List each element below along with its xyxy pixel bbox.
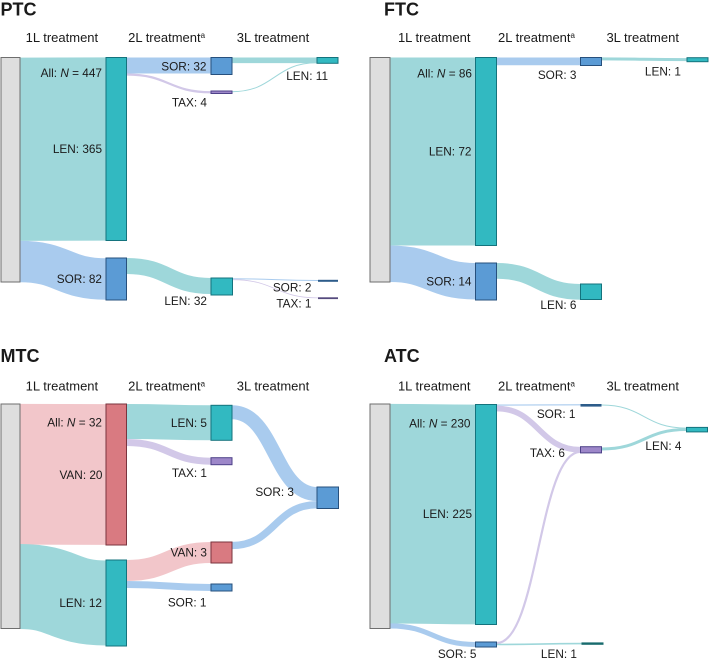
- svg-text:MTC: MTC: [1, 346, 40, 366]
- svg-text:LEN: 4: LEN: 4: [645, 439, 682, 453]
- svg-text:FTC: FTC: [384, 0, 419, 19]
- svg-text:LEN: 12: LEN: 12: [59, 596, 102, 610]
- svg-text:SOR: 2: SOR: 2: [273, 280, 312, 294]
- svg-text:SOR: 32: SOR: 32: [161, 59, 206, 73]
- svg-text:2L treatmenta: 2L treatmenta: [128, 379, 206, 394]
- svg-text:SOR: 82: SOR: 82: [57, 272, 102, 286]
- svg-text:TAX: 1: TAX: 1: [276, 297, 311, 311]
- svg-text:3L treatment: 3L treatment: [237, 30, 310, 45]
- svg-text:3L treatment: 3L treatment: [606, 30, 679, 45]
- svg-text:LEN: 11: LEN: 11: [286, 69, 328, 83]
- svg-text:SOR: 14: SOR: 14: [426, 275, 472, 289]
- svg-text:LEN: 225: LEN: 225: [423, 507, 473, 521]
- svg-text:2L treatmenta: 2L treatmenta: [128, 30, 206, 45]
- svg-text:SOR: 1: SOR: 1: [537, 407, 576, 421]
- svg-text:3L treatment: 3L treatment: [606, 379, 679, 394]
- svg-text:PTC: PTC: [1, 0, 37, 19]
- svg-text:1L treatment: 1L treatment: [26, 30, 99, 45]
- svg-text:SOR: 5: SOR: 5: [438, 647, 477, 661]
- svg-text:TAX: 4: TAX: 4: [172, 96, 208, 110]
- svg-text:LEN: 6: LEN: 6: [540, 298, 577, 312]
- svg-text:1L treatment: 1L treatment: [398, 30, 471, 45]
- svg-text:2L treatmenta: 2L treatmenta: [498, 379, 576, 394]
- svg-text:LEN: 72: LEN: 72: [429, 145, 472, 159]
- svg-text:SOR: 3: SOR: 3: [255, 485, 294, 499]
- svg-text:ATC: ATC: [384, 346, 420, 366]
- svg-text:VAN: 20: VAN: 20: [59, 468, 102, 482]
- svg-text:SOR: 1: SOR: 1: [168, 595, 207, 609]
- svg-text:All: N = 32: All: N = 32: [47, 415, 102, 429]
- svg-text:VAN: 3: VAN: 3: [171, 546, 208, 560]
- svg-text:2L treatmenta: 2L treatmenta: [498, 30, 576, 45]
- svg-text:LEN: 5: LEN: 5: [171, 416, 208, 430]
- svg-text:TAX: 1: TAX: 1: [172, 466, 207, 480]
- svg-text:1L treatment: 1L treatment: [26, 379, 99, 394]
- svg-text:LEN: 32: LEN: 32: [164, 294, 207, 308]
- svg-text:1L treatment: 1L treatment: [398, 379, 471, 394]
- svg-text:SOR: 3: SOR: 3: [538, 68, 577, 82]
- svg-text:All: N = 86: All: N = 86: [417, 67, 472, 81]
- svg-text:3L treatment: 3L treatment: [237, 379, 310, 394]
- svg-text:All: N = 230: All: N = 230: [409, 417, 471, 431]
- svg-text:All: N = 447: All: N = 447: [41, 66, 102, 80]
- svg-text:LEN: 365: LEN: 365: [53, 142, 103, 156]
- svg-text:LEN: 1: LEN: 1: [541, 647, 577, 661]
- svg-text:TAX: 6: TAX: 6: [530, 446, 566, 460]
- svg-text:LEN: 1: LEN: 1: [645, 64, 681, 78]
